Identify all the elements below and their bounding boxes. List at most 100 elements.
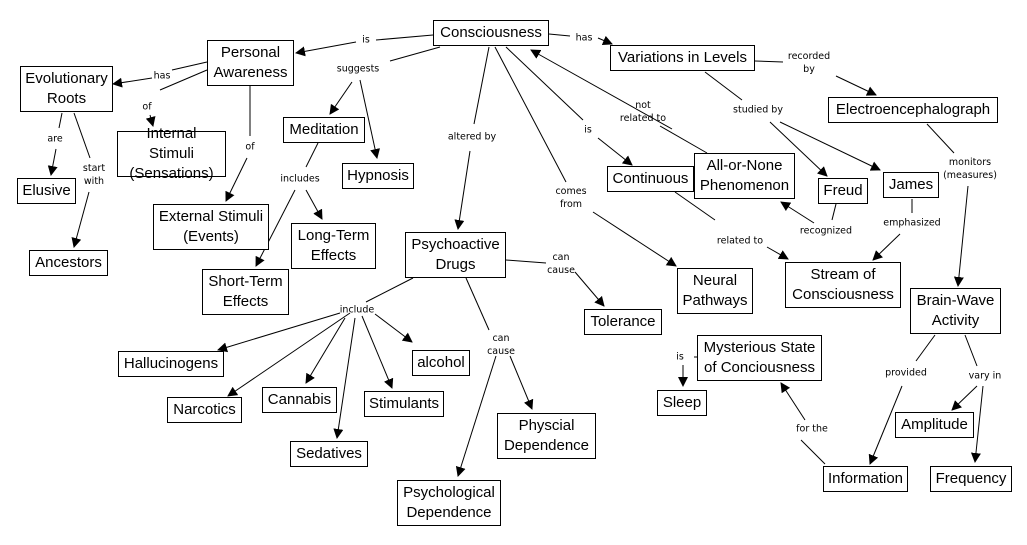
link-label-is: is (362, 34, 370, 46)
node-personal-awareness[interactable]: Personal Awareness (207, 40, 294, 86)
connector-line (305, 142, 319, 168)
connector-line (659, 125, 708, 154)
connector-arrow (597, 137, 633, 166)
connector-arrow (970, 385, 984, 463)
link-label-of: of (245, 141, 255, 153)
node-cannabis[interactable]: Cannabis (262, 387, 337, 413)
connector-arrow (333, 317, 356, 439)
node-sleep[interactable]: Sleep (657, 390, 707, 416)
node-amplitude[interactable]: Amplitude (895, 412, 974, 438)
connector-arrow (509, 355, 534, 410)
node-information[interactable]: Information (823, 466, 908, 492)
connector-arrow (329, 81, 353, 115)
link-label-is: is (584, 124, 592, 136)
node-hypnosis[interactable]: Hypnosis (342, 163, 414, 189)
connector-line (505, 259, 547, 264)
node-tolerance[interactable]: Tolerance (584, 309, 662, 335)
connector-arrow (112, 77, 153, 88)
link-label-emphasized: emphasized (883, 217, 941, 229)
link-label-has: has (153, 70, 171, 82)
node-frequency[interactable]: Frequency (930, 466, 1012, 492)
node-external-stimuli[interactable]: External Stimuli (Events) (153, 204, 269, 250)
node-electroencephalograph[interactable]: Electroencephalograph (828, 97, 998, 123)
connector-arrow (145, 114, 156, 127)
link-label-suggests: suggests (336, 63, 380, 75)
link-label-provided: provided (885, 367, 927, 379)
connector-arrow (225, 157, 248, 202)
node-stimulants[interactable]: Stimulants (364, 391, 444, 417)
connector-arrow (305, 189, 323, 220)
connector-line (674, 191, 716, 221)
connector-arrow (951, 385, 978, 411)
node-james[interactable]: James (883, 172, 939, 198)
link-label-for-the: for the (796, 423, 828, 435)
link-label-studied-by: studied by (733, 104, 783, 116)
link-label-has: has (575, 32, 593, 44)
connector-line (548, 33, 571, 37)
link-label-recognized: recognized (799, 225, 853, 237)
node-long-term-effects[interactable]: Long-Term Effects (291, 223, 376, 269)
connector-line (704, 71, 743, 101)
node-evolutionary-roots[interactable]: Evolutionary Roots (20, 66, 113, 112)
link-label-recorded-by: recorded by (787, 51, 831, 75)
link-label-not-related-to: not related to (619, 100, 667, 124)
node-neural-pathways[interactable]: Neural Pathways (677, 268, 753, 314)
connector-arrow (454, 150, 471, 230)
connector-arrow (47, 148, 58, 176)
connector-line (389, 46, 441, 62)
link-label-related-to: related to (716, 235, 764, 247)
link-label-includes: includes (280, 173, 320, 185)
connector-arrow (835, 75, 877, 96)
node-short-term-effects[interactable]: Short-Term Effects (202, 269, 289, 315)
node-elusive[interactable]: Elusive (17, 178, 76, 204)
node-sedatives[interactable]: Sedatives (290, 441, 368, 467)
node-all-or-none[interactable]: All-or-None Phenomenon (694, 153, 795, 199)
connector-line (375, 34, 434, 41)
node-stream-of-consciousness[interactable]: Stream of Consciousness (785, 262, 901, 308)
connector-arrow (359, 79, 380, 159)
node-mysterious-state[interactable]: Mysterious State of Conciousness (697, 335, 822, 381)
node-brain-wave-activity[interactable]: Brain-Wave Activity (910, 288, 1001, 334)
node-meditation[interactable]: Meditation (283, 117, 365, 143)
connector-arrow (769, 121, 828, 177)
node-ancestors[interactable]: Ancestors (29, 250, 108, 276)
connector-arrow (592, 211, 677, 267)
node-hallucinogens[interactable]: Hallucinogens (118, 351, 224, 377)
connector-arrow (766, 246, 789, 260)
node-psychological-dependence[interactable]: Psychological Dependence (397, 480, 501, 526)
connector-arrow (295, 41, 357, 57)
link-label-comes-from: comes from (555, 186, 587, 210)
link-label-altered-by: altered by (447, 131, 497, 143)
connector-line (159, 69, 208, 91)
connector-arrow (530, 49, 673, 130)
link-label-can-cause: can cause (547, 252, 575, 276)
node-internal-stimuli[interactable]: Internal Stimuli (Sensations) (117, 125, 226, 182)
connector-line (365, 277, 414, 303)
connector-arrow (953, 185, 969, 287)
connector-arrow (255, 189, 296, 267)
node-consciousness[interactable]: Consciousness (433, 20, 549, 46)
node-freud[interactable]: Freud (818, 178, 868, 204)
connector-arrow (574, 271, 605, 307)
link-label-of: of (142, 101, 152, 113)
node-variations-in-levels[interactable]: Variations in Levels (610, 45, 755, 71)
connector-line (73, 112, 91, 159)
link-label-is: is (676, 351, 684, 363)
link-label-can-cause: can cause (487, 333, 515, 357)
connector-arrow (455, 355, 497, 477)
connector-arrow (227, 312, 351, 397)
node-continuous[interactable]: Continuous (607, 166, 694, 192)
connector-arrow (374, 313, 413, 343)
node-psychoactive-drugs[interactable]: Psychoactive Drugs (405, 232, 506, 278)
node-physical-dependence[interactable]: Physcial Dependence (497, 413, 596, 459)
link-label-monitors: monitors (measures) (943, 157, 997, 181)
link-label-vary-in: vary in (968, 370, 1002, 382)
connector-line (465, 277, 490, 331)
connector-line (926, 123, 955, 154)
connector-line (964, 334, 978, 367)
node-narcotics[interactable]: Narcotics (167, 397, 242, 423)
connector-arrow (597, 35, 613, 46)
node-alcohol[interactable]: alcohol (412, 350, 470, 376)
connector-arrow (361, 315, 394, 389)
